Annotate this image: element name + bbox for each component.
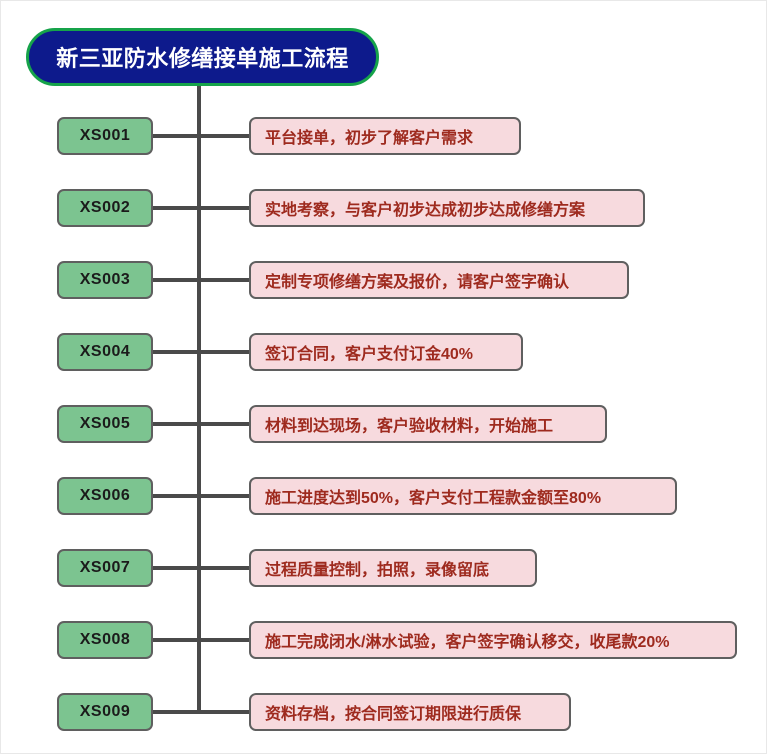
step-code-node[interactable]: XS009 (57, 693, 153, 731)
connector-code-to-trunk (153, 278, 199, 282)
step-description-node[interactable]: 签订合同，客户支付订金40% (249, 333, 523, 371)
connector-code-to-trunk (153, 710, 199, 714)
connector-trunk-to-desc (199, 350, 249, 354)
step-code-label: XS002 (79, 199, 131, 216)
step-code-node[interactable]: XS004 (57, 333, 153, 371)
flow-step-row: XS001 平台接单，初步了解客户需求 (1, 117, 767, 155)
step-description-label: 施工完成闭水/淋水试验，客户签字确认移交，收尾款20% (265, 634, 670, 651)
step-description-node[interactable]: 实地考察，与客户初步达成初步达成修缮方案 (249, 189, 645, 227)
step-code-label: XS006 (79, 487, 131, 504)
connector-trunk-to-desc (199, 494, 249, 498)
flow-step-row: XS005 材料到达现场，客户验收材料，开始施工 (1, 405, 767, 443)
step-description-label: 施工进度达到50%，客户支付工程款金额至80% (265, 490, 602, 507)
step-code-label: XS001 (79, 127, 131, 144)
connector-code-to-trunk (153, 206, 199, 210)
connector-code-to-trunk (153, 350, 199, 354)
step-description-label: 平台接单，初步了解客户需求 (265, 130, 474, 147)
flow-step-row: XS002 实地考察，与客户初步达成初步达成修缮方案 (1, 189, 767, 227)
connector-code-to-trunk (153, 134, 199, 138)
step-code-node[interactable]: XS003 (57, 261, 153, 299)
step-description-node[interactable]: 材料到达现场，客户验收材料，开始施工 (249, 405, 607, 443)
connector-trunk-to-desc (199, 638, 249, 642)
connector-code-to-trunk (153, 566, 199, 570)
flowchart-title-node: 新三亚防水修缮接单施工流程 (26, 28, 379, 86)
step-description-label: 定制专项修缮方案及报价，请客户签字确认 (265, 274, 570, 291)
step-code-node[interactable]: XS006 (57, 477, 153, 515)
step-description-node[interactable]: 定制专项修缮方案及报价，请客户签字确认 (249, 261, 629, 299)
page-title: 新三亚防水修缮接单施工流程 (56, 46, 349, 71)
step-code-node[interactable]: XS005 (57, 405, 153, 443)
step-description-label: 资料存档，按合同签订期限进行质保 (265, 706, 522, 723)
step-code-label: XS009 (79, 703, 131, 720)
step-code-node[interactable]: XS007 (57, 549, 153, 587)
step-description-label: 材料到达现场，客户验收材料，开始施工 (265, 418, 554, 435)
flow-step-row: XS007 过程质量控制，拍照，录像留底 (1, 549, 767, 587)
step-description-node[interactable]: 资料存档，按合同签订期限进行质保 (249, 693, 571, 731)
connector-code-to-trunk (153, 422, 199, 426)
connector-trunk-to-desc (199, 134, 249, 138)
step-code-node[interactable]: XS001 (57, 117, 153, 155)
step-code-label: XS008 (79, 631, 131, 648)
step-description-node[interactable]: 平台接单，初步了解客户需求 (249, 117, 521, 155)
step-code-label: XS007 (79, 559, 131, 576)
step-code-node[interactable]: XS002 (57, 189, 153, 227)
connector-trunk-to-desc (199, 566, 249, 570)
step-description-node[interactable]: 施工进度达到50%，客户支付工程款金额至80% (249, 477, 677, 515)
connector-trunk-to-desc (199, 278, 249, 282)
connector-trunk-to-desc (199, 422, 249, 426)
step-description-node[interactable]: 施工完成闭水/淋水试验，客户签字确认移交，收尾款20% (249, 621, 737, 659)
connector-code-to-trunk (153, 638, 199, 642)
step-description-label: 签订合同，客户支付订金40% (265, 346, 474, 363)
step-code-node[interactable]: XS008 (57, 621, 153, 659)
step-description-label: 过程质量控制，拍照，录像留底 (265, 562, 490, 579)
trunk-connector-line (197, 86, 201, 712)
flow-step-row: XS004 签订合同，客户支付订金40% (1, 333, 767, 371)
connector-trunk-to-desc (199, 710, 249, 714)
step-code-label: XS003 (79, 271, 131, 288)
connector-code-to-trunk (153, 494, 199, 498)
step-description-node[interactable]: 过程质量控制，拍照，录像留底 (249, 549, 537, 587)
flow-step-row: XS003 定制专项修缮方案及报价，请客户签字确认 (1, 261, 767, 299)
connector-trunk-to-desc (199, 206, 249, 210)
flow-step-row: XS009 资料存档，按合同签订期限进行质保 (1, 693, 767, 731)
step-description-label: 实地考察，与客户初步达成初步达成修缮方案 (265, 202, 586, 219)
flow-step-row: XS008 施工完成闭水/淋水试验，客户签字确认移交，收尾款20% (1, 621, 767, 659)
step-code-label: XS004 (79, 343, 131, 360)
flow-step-row: XS006 施工进度达到50%，客户支付工程款金额至80% (1, 477, 767, 515)
step-code-label: XS005 (79, 415, 131, 432)
